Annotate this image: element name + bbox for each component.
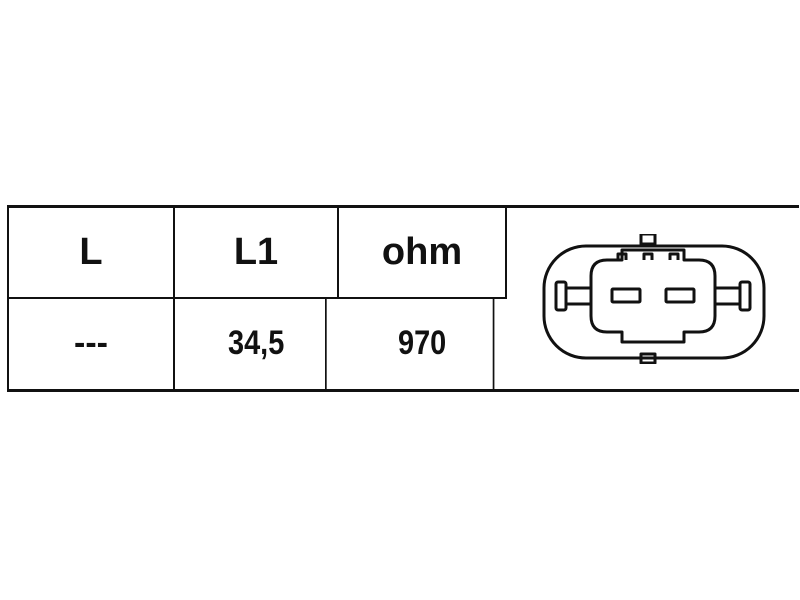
connector-left-tab: [554, 280, 568, 311]
value-L1: 34,5: [187, 298, 327, 389]
connector-pin-1: [610, 287, 642, 303]
connector-bottom-key: [639, 352, 657, 364]
header-L1: L1: [175, 208, 339, 299]
connector-top-notches: [616, 252, 680, 260]
connector-right-tab: [738, 280, 752, 311]
connector-top-key: [639, 233, 657, 245]
value-ohm: 970: [352, 298, 495, 389]
two-pin-connector-icon: [542, 233, 766, 364]
connector-diagram-cell: [507, 208, 799, 389]
connector-inner-shell: [589, 248, 717, 343]
connector-pin-2: [664, 287, 696, 303]
header-L: L: [9, 208, 175, 299]
value-L: ---: [9, 298, 175, 389]
header-ohm: ohm: [339, 208, 507, 299]
spec-table: L L1 ohm: [7, 205, 799, 392]
